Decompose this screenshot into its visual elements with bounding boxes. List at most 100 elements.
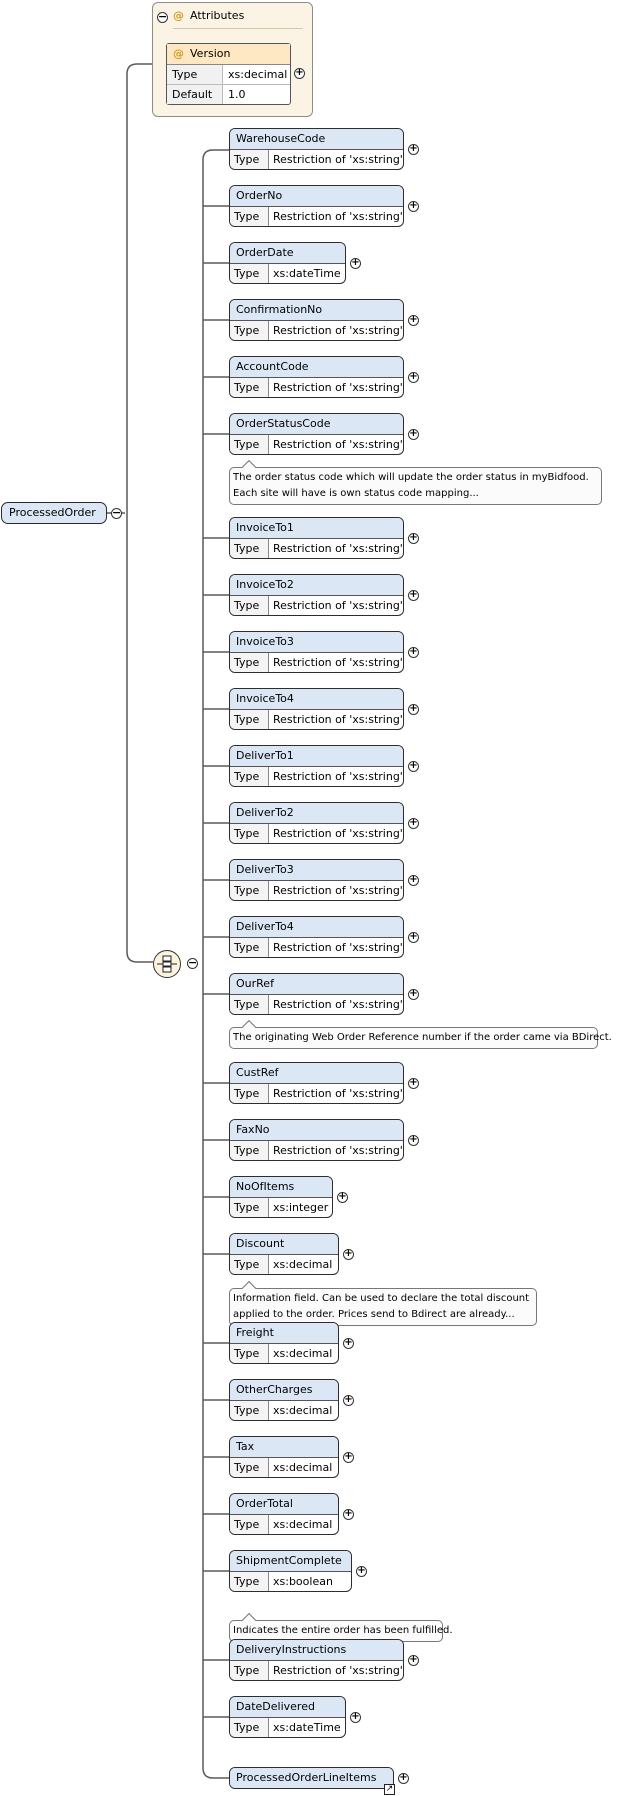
expand-orderdate-icon[interactable]: + xyxy=(350,257,361,269)
element-name: WarehouseCode xyxy=(230,129,403,150)
element-type-key: Type xyxy=(230,1141,269,1160)
annotation-line: Indicates the entire order has been fulf… xyxy=(233,1625,453,1636)
element-type-key: Type xyxy=(230,1572,269,1591)
attribute-version[interactable]: @Version Type xs:decimal Default 1.0 xyxy=(166,43,291,105)
annotation-orderstatuscode: The order status code which will update … xyxy=(229,467,602,505)
element-name: Discount xyxy=(230,1234,338,1255)
element-name: DateDelivered xyxy=(230,1697,345,1718)
element-name: Tax xyxy=(230,1437,338,1458)
expand-shipmentcomplete-icon[interactable]: + xyxy=(356,1565,367,1577)
expand-deliverto2-icon[interactable]: + xyxy=(408,817,419,829)
expand-noofitems-icon[interactable]: + xyxy=(337,1191,348,1203)
element-type-key: Type xyxy=(230,767,269,786)
element-type-key: Type xyxy=(230,539,269,558)
expand-deliverto1-icon[interactable]: + xyxy=(408,760,419,772)
element-type-value: Restriction of 'xs:string' xyxy=(273,1664,403,1677)
expand-othercharges-icon[interactable]: + xyxy=(343,1394,354,1406)
expand-ourref-icon[interactable]: + xyxy=(408,988,419,1000)
expand-deliverto4-icon[interactable]: + xyxy=(408,931,419,943)
expand-invoiceto1-icon[interactable]: + xyxy=(408,532,419,544)
element-processedorderlineitems[interactable]: ProcessedOrderLineItems xyxy=(229,1767,394,1789)
element-type-key: Type xyxy=(230,710,269,729)
element-type-key: Type xyxy=(230,938,269,957)
element-type-value: Restriction of 'xs:string' xyxy=(273,998,403,1011)
expand-confirmationno-icon[interactable]: + xyxy=(408,314,419,326)
expand-datedelivered-icon[interactable]: + xyxy=(350,1711,361,1723)
expand-warehousecode-icon[interactable]: + xyxy=(408,143,419,155)
connector-line xyxy=(126,63,152,513)
element-type-key: Type xyxy=(230,378,269,397)
expand-version-icon[interactable]: + xyxy=(294,67,305,79)
collapse-attributes-icon[interactable]: − xyxy=(157,10,168,23)
expand-freight-icon[interactable]: + xyxy=(343,1337,354,1349)
element-type-value: xs:decimal xyxy=(273,1258,333,1271)
element-name: NoOfItems xyxy=(230,1177,332,1198)
expand-orderno-icon[interactable]: + xyxy=(408,200,419,212)
expand-faxno-icon[interactable]: + xyxy=(408,1134,419,1146)
expand-accountcode-icon[interactable]: + xyxy=(408,371,419,383)
element-type-key: Type xyxy=(230,207,269,226)
attribute-type-value: xs:decimal xyxy=(228,68,288,81)
element-type-key: Type xyxy=(230,995,269,1014)
element-type-value: Restriction of 'xs:string' xyxy=(273,770,403,783)
collapse-root-icon[interactable]: − xyxy=(111,506,122,519)
annotation-line: applied to the order. Prices send to Bdi… xyxy=(233,1309,515,1320)
expand-invoiceto4-icon[interactable]: + xyxy=(408,703,419,715)
element-type-key: Type xyxy=(230,150,269,169)
root-element[interactable]: ProcessedOrder xyxy=(1,502,107,524)
element-type-value: xs:decimal xyxy=(273,1404,333,1417)
expand-invoiceto3-icon[interactable]: + xyxy=(408,646,419,658)
expand-discount-icon[interactable]: + xyxy=(343,1248,354,1260)
expand-deliveryinstructions-icon[interactable]: + xyxy=(408,1654,419,1666)
expand-processedorderlineitems-icon[interactable]: + xyxy=(398,1772,409,1784)
expand-orderstatuscode-icon[interactable]: + xyxy=(408,428,419,440)
expand-custref-icon[interactable]: + xyxy=(408,1077,419,1089)
collapse-sequence-icon[interactable]: − xyxy=(187,956,198,969)
annotation-line: Information field. Can be used to declar… xyxy=(233,1293,530,1304)
expand-deliverto3-icon[interactable]: + xyxy=(408,874,419,886)
expand-ordertotal-icon[interactable]: + xyxy=(343,1508,354,1520)
expand-tax-icon[interactable]: + xyxy=(343,1451,354,1463)
element-type-key: Type xyxy=(230,1661,269,1680)
expand-invoiceto2-icon[interactable]: + xyxy=(408,589,419,601)
element-name: CustRef xyxy=(230,1063,403,1084)
sequence-compositor-icon[interactable] xyxy=(153,950,181,978)
element-type-value: Restriction of 'xs:string' xyxy=(273,438,403,451)
element-name: DeliverTo3 xyxy=(230,860,403,881)
